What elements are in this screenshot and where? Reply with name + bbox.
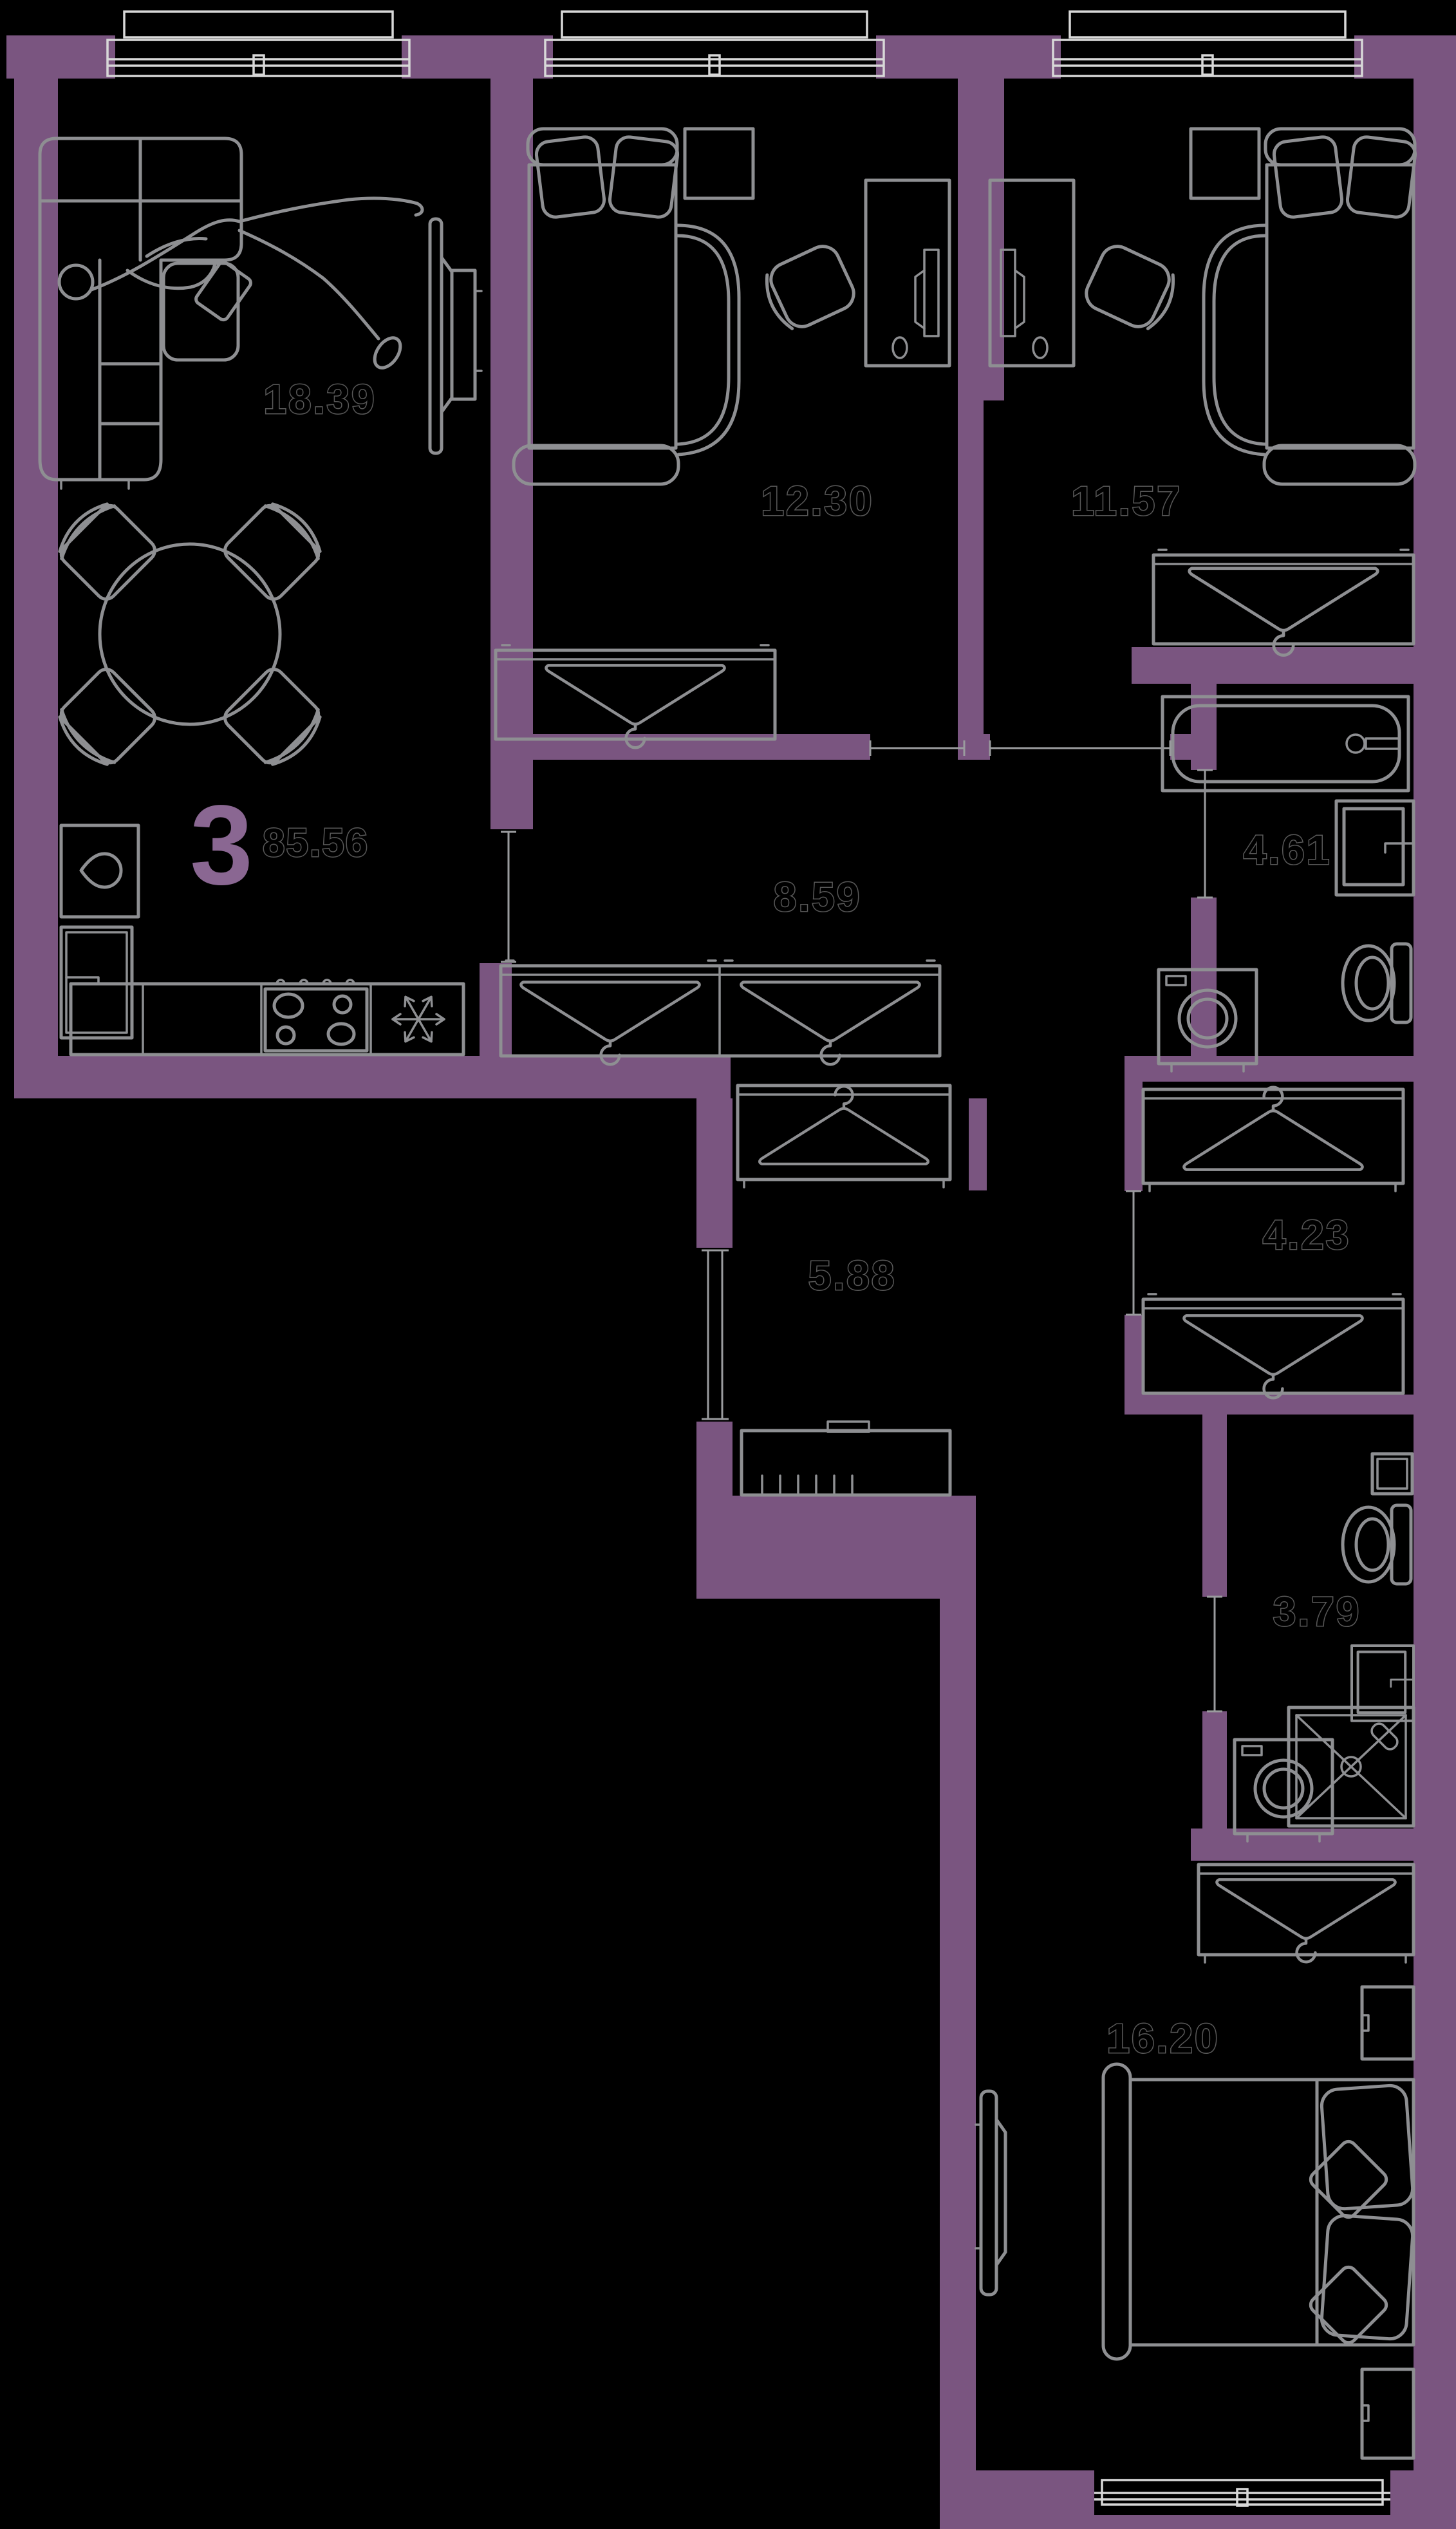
pillow: [608, 135, 680, 219]
pillow: [534, 135, 606, 219]
area-label-dressing: 4.23: [1263, 1212, 1351, 1258]
area-label-corridor: 8.59: [774, 874, 862, 920]
entrance-door: [702, 1249, 729, 1420]
dining-table: [51, 495, 330, 774]
pillow: [1320, 2083, 1415, 2211]
room-bedroom-mid: 12.30: [494, 127, 951, 747]
freezer: [391, 993, 445, 1046]
hanger-icon: [741, 982, 919, 1064]
window-bedroom-mid: [544, 10, 885, 77]
desk-chair: [1081, 241, 1182, 335]
door-bedroom-mid: [869, 740, 966, 756]
toilet: [1343, 944, 1411, 1022]
open-wardrobe: [736, 1084, 952, 1189]
stove: [263, 979, 369, 1053]
area-label-bathroom-small: 3.79: [1273, 1588, 1361, 1635]
wardrobe: [1141, 1087, 1405, 1192]
window-bedroom-right: [1052, 10, 1363, 77]
wardrobe: [1152, 549, 1415, 655]
bed: [1101, 2062, 1415, 2361]
shower-cross-icon: [1295, 1714, 1407, 1819]
nightstand: [683, 127, 755, 200]
kitchen-sink-cabinet: [59, 823, 140, 919]
window-bedroom-master: [1094, 2479, 1390, 2507]
area-label-living: 18.39: [263, 376, 376, 422]
shoe-bench: [740, 1420, 952, 1497]
door-dressing: [1126, 1190, 1141, 1316]
hanger-icon: [521, 982, 699, 1064]
room-hallway: 5.88: [736, 1084, 952, 1497]
dining-chair: [221, 665, 329, 773]
area-label-bedroom-right: 11.57: [1071, 478, 1182, 524]
door-bedroom-right: [989, 740, 1171, 756]
hanger-icon: [1217, 1879, 1395, 1962]
desk-chair: [758, 241, 859, 335]
room-corridor: 8.59: [499, 873, 942, 1064]
wardrobe: [1197, 1863, 1415, 1964]
bed: [1202, 127, 1417, 486]
snowflake-icon: [391, 993, 445, 1046]
pillow: [1309, 2139, 1388, 2219]
area-label-hallway: 5.88: [808, 1252, 897, 1299]
hanger-icon: [760, 1086, 928, 1164]
nightstand: [1360, 2367, 1415, 2460]
wardrobe: [499, 959, 942, 1064]
unit-total-area: 85.56: [263, 821, 369, 865]
room-bedroom-right: 11.57: [988, 127, 1417, 655]
door-living-corridor: [501, 831, 516, 963]
sofa: [38, 136, 243, 490]
tv-icon: [428, 217, 483, 455]
hanger-icon: [1184, 1315, 1362, 1398]
dining-chair: [51, 665, 159, 773]
washbasin: [1336, 801, 1414, 895]
room-living: 18.39 3 85.56: [38, 136, 483, 1057]
room-bedroom-master: 16.20: [975, 1863, 1415, 2460]
shower: [1287, 1706, 1415, 1828]
room-bathroom-main: 4.61: [1159, 695, 1414, 1071]
pillow: [1272, 135, 1344, 219]
walls: [6, 35, 1456, 2529]
wardrobe: [1141, 1293, 1405, 1398]
window-living: [106, 10, 411, 77]
unit-rooms-count: 3: [190, 782, 253, 908]
doors: [501, 740, 1222, 1713]
desk: [988, 178, 1076, 368]
cabinet: [1370, 1452, 1414, 1496]
hanger-icon: [1184, 1087, 1362, 1170]
pillow: [1345, 135, 1417, 219]
bathtub: [1161, 695, 1410, 793]
door-bathroom-small: [1207, 1595, 1222, 1713]
hanger-icon: [1190, 569, 1378, 655]
nightstand: [1360, 1985, 1415, 2061]
pillow: [1320, 2214, 1415, 2341]
windows: [106, 10, 1390, 2507]
wardrobe: [494, 644, 777, 747]
dining-chair: [221, 495, 329, 603]
person-figure: [57, 196, 424, 370]
dining-chair: [51, 495, 159, 603]
nightstand: [1189, 127, 1261, 200]
room-dressing: 4.23: [1141, 1087, 1405, 1398]
area-label-bedroom-master: 16.20: [1106, 2015, 1219, 2062]
tv-icon: [975, 2089, 1007, 2297]
room-bathroom-small: 3.79: [1235, 1452, 1415, 1841]
bed: [512, 127, 741, 486]
toilet: [1343, 1505, 1411, 1584]
area-label-bedroom-mid: 12.30: [761, 478, 873, 524]
kitchen-counter: [69, 979, 465, 1057]
area-label-bathroom-main: 4.61: [1244, 827, 1332, 873]
pillow: [1309, 2265, 1388, 2345]
desk: [864, 178, 951, 368]
washbasin: [1352, 1646, 1414, 1721]
